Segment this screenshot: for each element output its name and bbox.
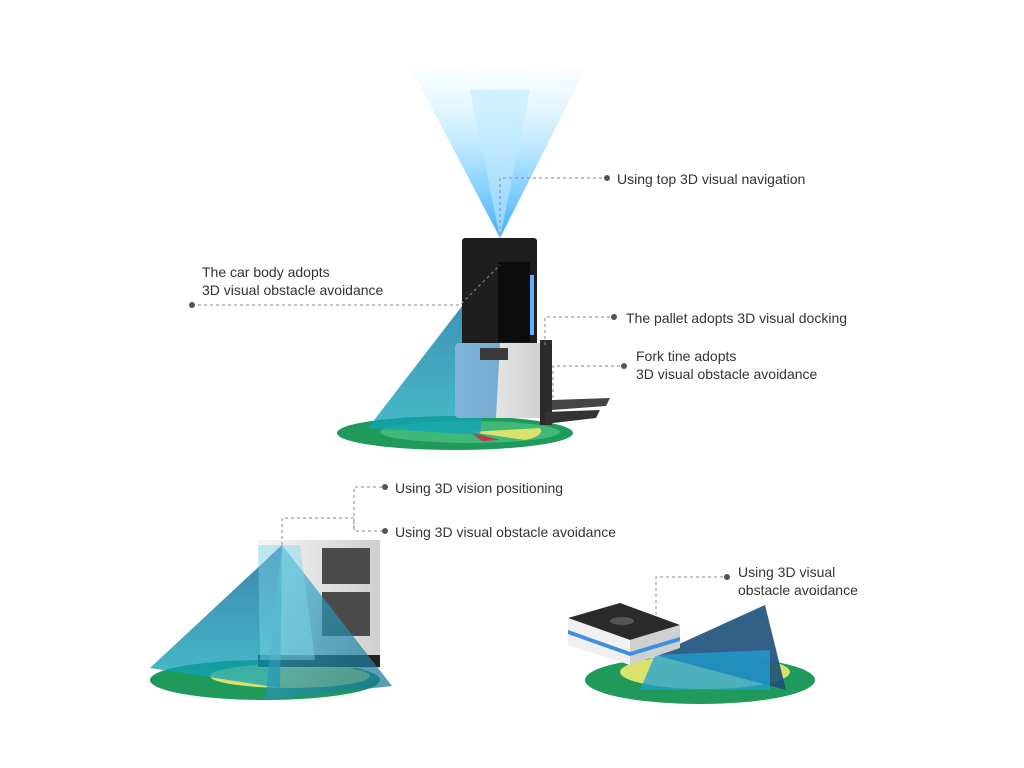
forklift-screen [480,348,508,360]
label-fork-tine-line1: Fork tine adopts [636,348,737,364]
low-robot-group [568,603,815,704]
label-car-body: The car body adopts 3D visual obstacle a… [202,263,383,299]
label-top-navigation: Using top 3D visual navigation [617,171,806,187]
leader-top-navigation [499,177,607,235]
label-low-robot-line1: Using 3D visual [738,564,836,580]
forklift-handle-frame [540,340,552,425]
dot-visual-obstacle [382,528,388,534]
leader-vision-positioning [353,486,385,528]
label-fork-tine: Fork tine adopts 3D visual obstacle avoi… [636,347,817,383]
label-fork-tine-line2: 3D visual obstacle avoidance [636,366,818,382]
leader-dots [189,175,730,580]
navigation-beam-core [470,90,530,238]
cabinet-window-top [322,548,370,584]
label-low-robot-line2: obstacle avoidance [738,582,858,598]
forklift-mast-window [498,262,530,342]
forklift-ground-color-wedge [470,428,541,440]
cabinet-cone-right [265,545,392,700]
leader-visual-obstacle [281,517,385,545]
label-car-body-line1: The car body adopts [202,264,330,280]
cabinet-cone-left [150,545,282,688]
label-car-body-line2: 3D visual obstacle avoidance [202,282,384,298]
dot-vision-positioning [382,484,388,490]
low-robot-top-disk [610,617,634,625]
label-pallet-docking: The pallet adopts 3D visual docking [626,310,848,326]
dot-pallet [611,314,617,320]
leader-low-robot [655,576,727,615]
label-low-robot: Using 3D visual obstacle avoidance [738,563,858,599]
dot-low-robot [724,574,730,580]
cabinet-robot-group [150,540,392,700]
dot-fork-tine [621,363,627,369]
low-robot-cone-front [640,650,770,690]
label-vision-positioning: Using 3D vision positioning [395,480,564,496]
forklift-fork-top [552,398,610,410]
dot-top-navigation [604,175,610,181]
low-robot-blue-stripe [568,630,680,656]
forklift-fork-bottom [545,410,600,424]
forklift-agv-group [337,70,610,450]
dot-car-body [189,302,195,308]
leader-fork-tine [552,365,624,398]
cabinet-cone-front [258,545,315,660]
forklift-body-blue-overlay [455,343,500,418]
label-visual-obstacle-avoidance: Using 3D visual obstacle avoidance [395,524,617,540]
forklift-mast-light [530,275,534,335]
leader-lines [192,177,727,615]
leader-pallet [544,316,614,345]
